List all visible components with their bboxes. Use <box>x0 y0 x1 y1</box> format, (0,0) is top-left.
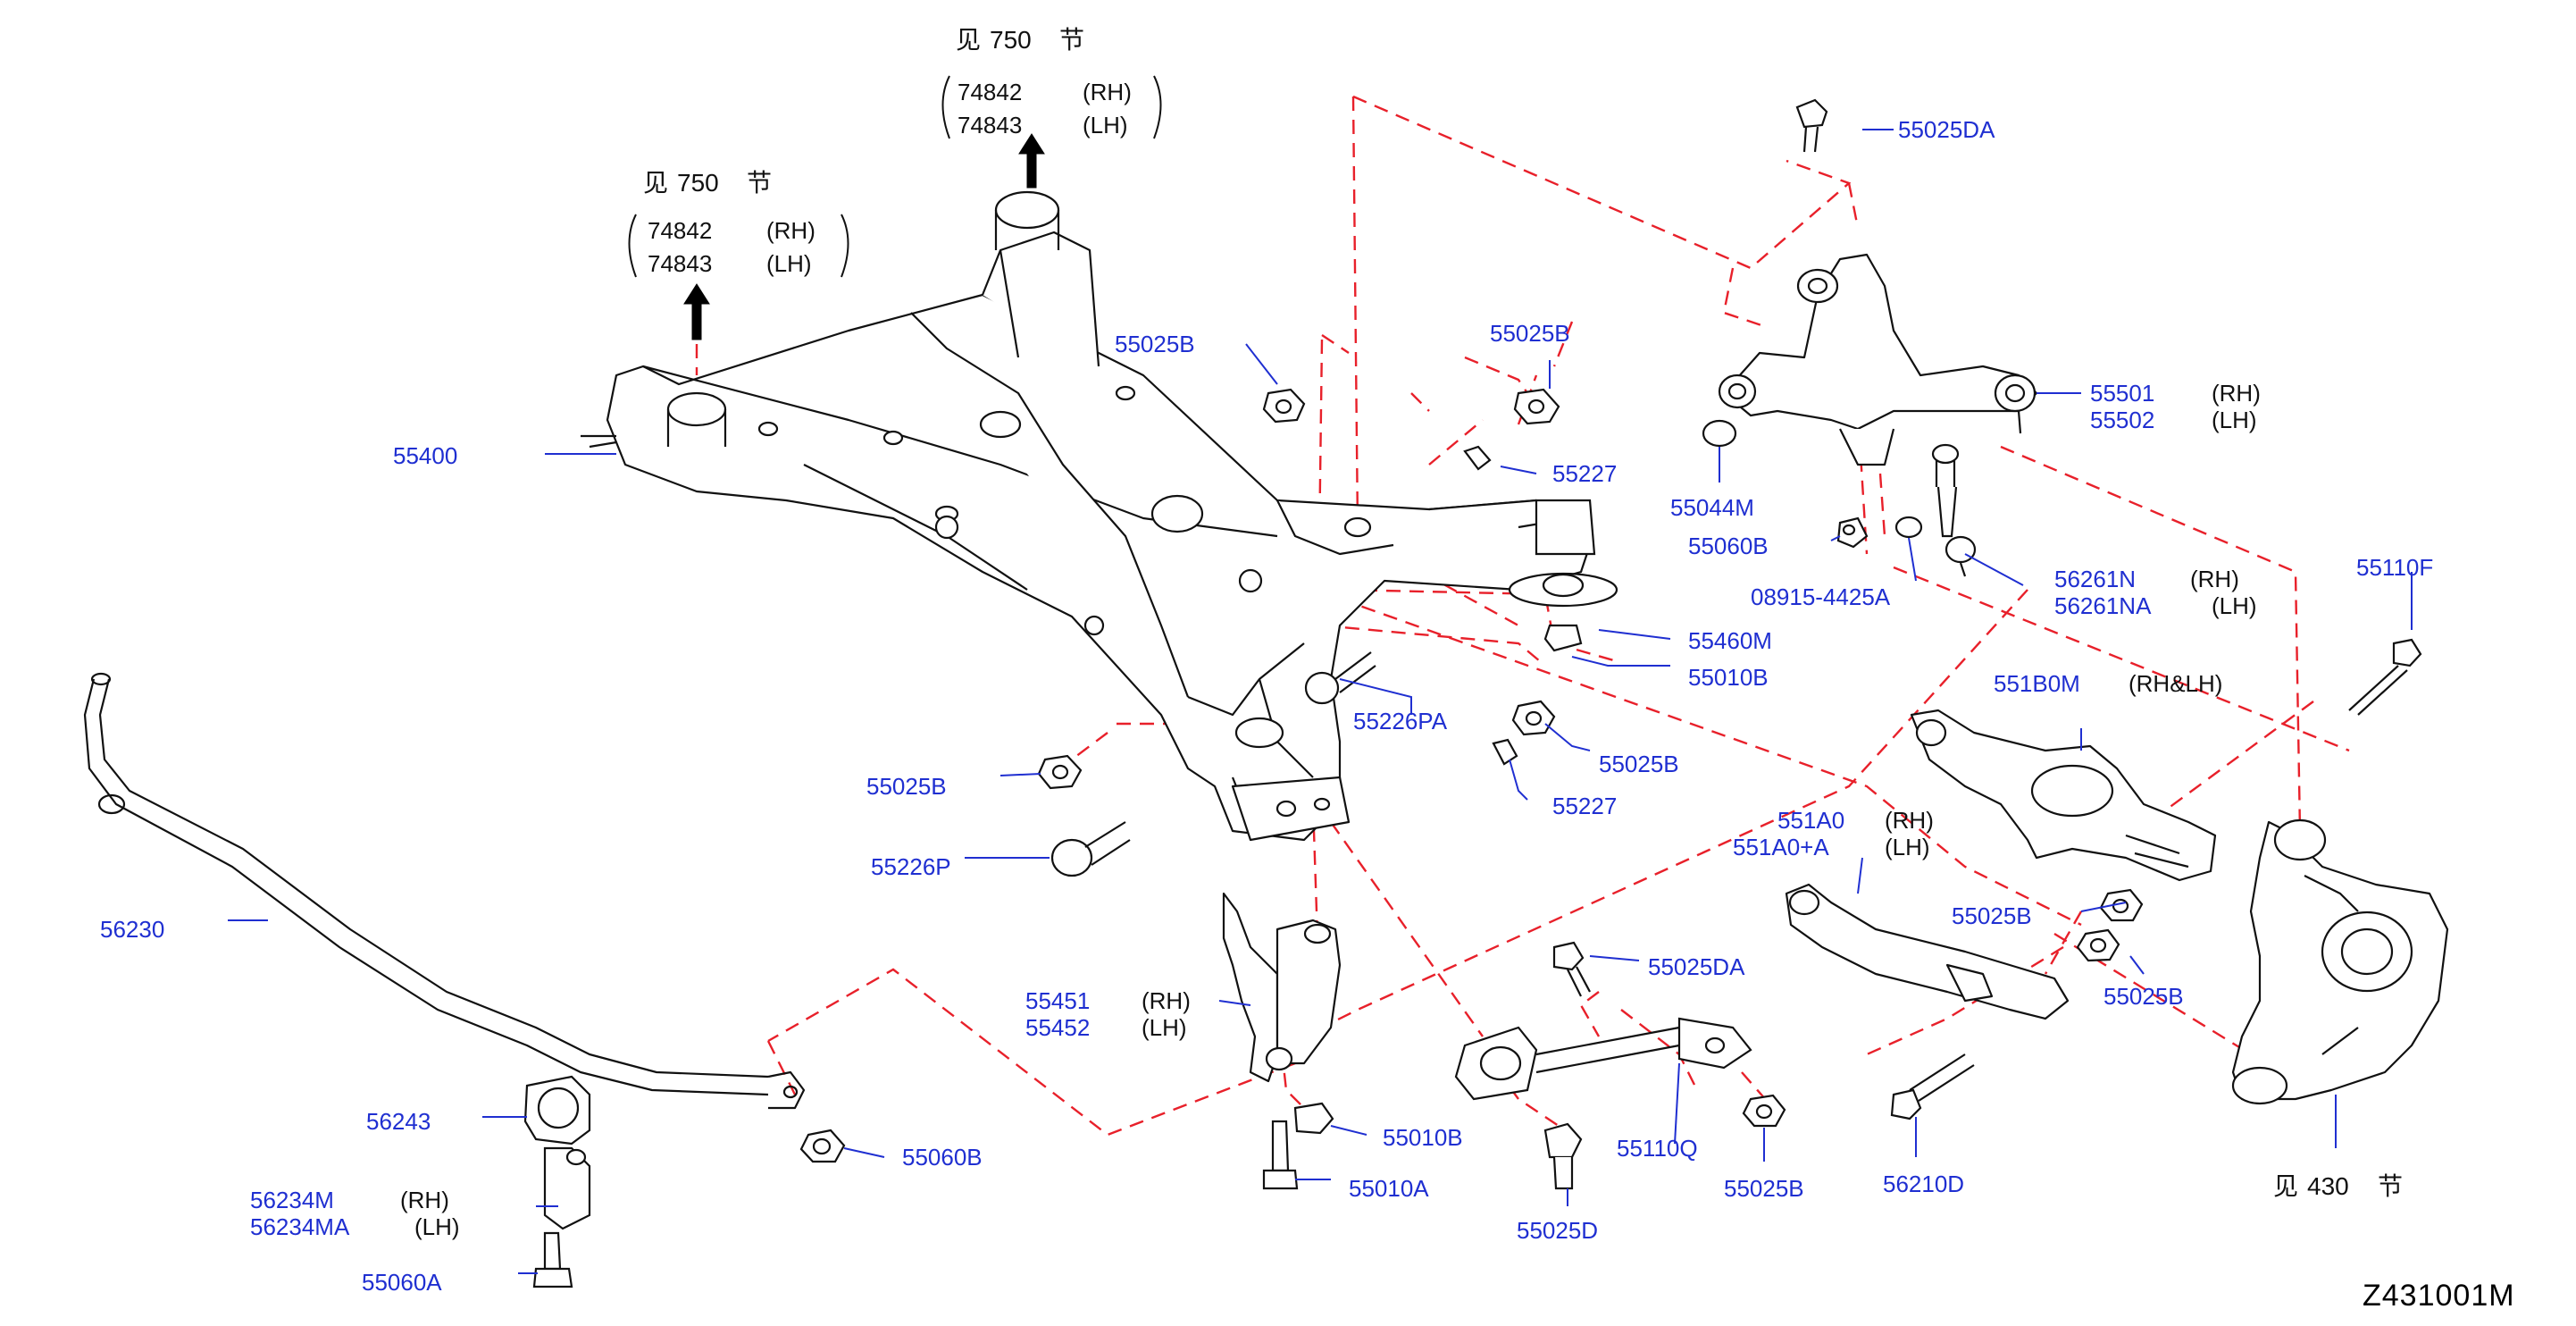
section-ref-upper-prefix: 见 <box>956 26 982 54</box>
arrows-to-section-750 <box>683 133 1045 340</box>
section-ref-430-number: 430 <box>2307 1172 2349 1200</box>
part-55010A[interactable]: 55010A <box>1349 1175 1429 1202</box>
part-56210D[interactable]: 56210D <box>1883 1171 1965 1197</box>
part-551A0A[interactable]: 551A0+A <box>1733 834 1829 860</box>
part-551A0[interactable]: 551A0 <box>1777 807 1845 834</box>
stabilizer-link <box>1931 443 1977 577</box>
part-08915-4425A[interactable]: 08915-4425A <box>1751 583 1891 610</box>
part-55452[interactable]: 55452 <box>1025 1014 1091 1041</box>
part-55501[interactable]: 55501 <box>2090 380 2155 407</box>
part-55025DA-lower[interactable]: 55025DA <box>1648 953 1745 980</box>
part-55451[interactable]: 55451 <box>1025 987 1091 1014</box>
stabilizer-bushing-and-clamp <box>523 1075 591 1230</box>
part-55502[interactable]: 55502 <box>2090 407 2155 433</box>
part-55025D[interactable]: 55025D <box>1517 1217 1599 1244</box>
ref-upper-part-1: 74842 <box>958 79 1023 105</box>
section-ref-430-prefix: 见 <box>2273 1172 2299 1200</box>
part-56261NA-side: (LH) <box>2212 592 2257 619</box>
ref-left-side-2: (LH) <box>766 250 812 277</box>
part-56261N[interactable]: 56261N <box>2054 566 2137 592</box>
part-551B0M-side: (RH&LH) <box>2129 670 2223 697</box>
part-55226P[interactable]: 55226P <box>871 853 951 880</box>
section-ref-left-prefix: 见 <box>643 169 669 197</box>
part-55452-side: (LH) <box>1142 1014 1187 1041</box>
part-56234MA-side: (LH) <box>414 1213 460 1240</box>
part-56234M-side: (RH) <box>400 1187 449 1213</box>
part-55010B-upper[interactable]: 55010B <box>1688 664 1769 691</box>
reference-brackets <box>628 75 1162 278</box>
part-55025B-top-left[interactable]: 55025B <box>1115 331 1195 357</box>
part-551A0A-side: (LH) <box>1885 834 1930 860</box>
part-55227-upper[interactable]: 55227 <box>1552 460 1618 487</box>
part-55110Q[interactable]: 55110Q <box>1617 1135 1698 1162</box>
part-56230-stabilizer[interactable]: 56230 <box>100 916 165 943</box>
stabilizer-bar <box>83 672 806 1110</box>
ref-upper-part-2: 74843 <box>958 112 1023 138</box>
diagram-number: Z431001M <box>2363 1279 2515 1313</box>
part-55025B-near-551B0[interactable]: 55025B <box>1952 902 2032 929</box>
ref-upper-side-2: (LH) <box>1083 112 1128 138</box>
part-55044M[interactable]: 55044M <box>1670 494 1754 521</box>
ref-upper-side-1: (RH) <box>1083 79 1132 105</box>
part-55060A[interactable]: 55060A <box>362 1269 442 1296</box>
lower-arm-551A0 <box>1785 883 2070 1020</box>
part-55451-side: (RH) <box>1142 987 1191 1014</box>
part-55227-lower[interactable]: 55227 <box>1552 793 1618 819</box>
part-55060B-lower[interactable]: 55060B <box>902 1144 983 1171</box>
section-ref-430-suffix: 节 <box>2378 1172 2404 1200</box>
fasteners <box>532 98 2422 1288</box>
section-ref-upper-suffix: 节 <box>1059 26 1085 54</box>
leader-lines <box>228 129 2413 1274</box>
part-55502-side: (LH) <box>2212 407 2257 433</box>
part-56234MA[interactable]: 56234MA <box>250 1213 350 1240</box>
part-551A0-side: (RH) <box>1885 807 1934 834</box>
part-55025B-knuckle-side[interactable]: 55025B <box>2103 983 2184 1010</box>
part-55400-subframe[interactable]: 55400 <box>393 442 458 469</box>
part-56261N-side: (RH) <box>2190 566 2239 592</box>
upper-link-arm <box>1718 253 2038 466</box>
bracket-55451 <box>1222 892 1342 1083</box>
part-55025B-left[interactable]: 55025B <box>866 773 947 800</box>
part-55460M[interactable]: 55460M <box>1688 627 1772 654</box>
part-55025B-lower[interactable]: 55025B <box>1724 1175 1804 1202</box>
part-55501-side: (RH) <box>2212 380 2261 407</box>
subframe-assembly <box>581 190 1592 842</box>
part-55226PA[interactable]: 55226PA <box>1353 708 1448 734</box>
part-55110F[interactable]: 55110F <box>2356 554 2434 581</box>
part-56234M[interactable]: 56234M <box>250 1187 334 1213</box>
part-551B0M[interactable]: 551B0M <box>1994 670 2080 697</box>
section-ref-upper-number: 750 <box>990 26 1032 54</box>
section-ref-left-number: 750 <box>677 169 719 197</box>
part-55010B-lower[interactable]: 55010B <box>1383 1124 1463 1151</box>
knuckle <box>2231 818 2449 1105</box>
lower-arm-551B0 <box>1910 709 2217 882</box>
ref-left-side-1: (RH) <box>766 217 815 244</box>
part-55025DA-top[interactable]: 55025DA <box>1898 116 1995 143</box>
toe-link <box>1454 1017 1752 1101</box>
part-55025B-right-upper[interactable]: 55025B <box>1599 751 1679 777</box>
part-55060B-upper[interactable]: 55060B <box>1688 533 1769 559</box>
part-56243[interactable]: 56243 <box>366 1108 431 1135</box>
section-ref-left-suffix: 节 <box>747 169 773 197</box>
ref-left-part-1: 74842 <box>648 217 713 244</box>
ref-left-part-2: 74843 <box>648 250 713 277</box>
part-56261NA[interactable]: 56261NA <box>2054 592 2152 619</box>
part-55025B-top-right[interactable]: 55025B <box>1490 320 1570 347</box>
